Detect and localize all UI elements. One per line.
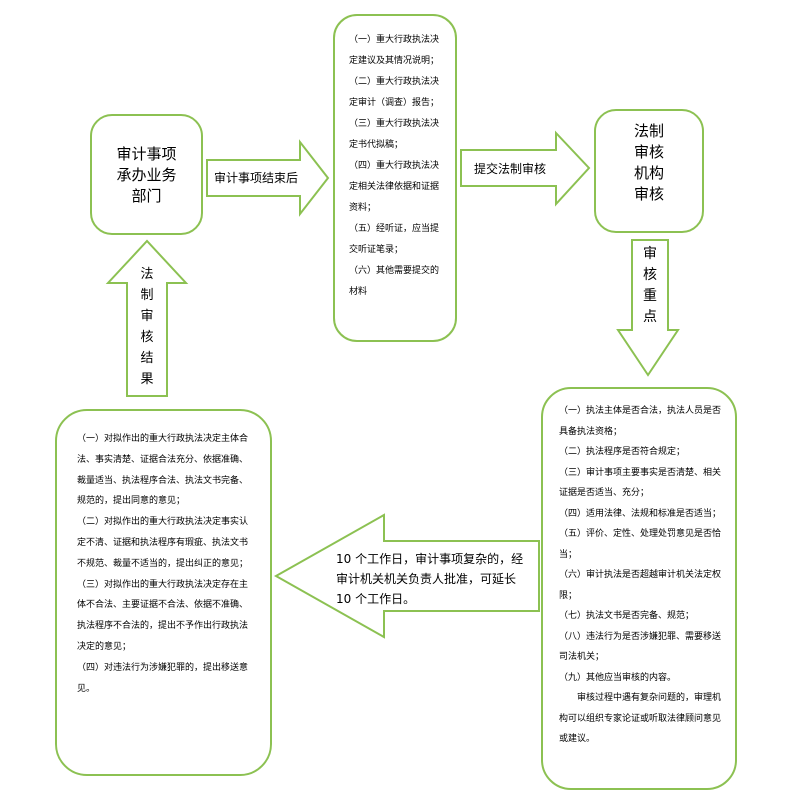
key-label-char: 重 bbox=[643, 288, 657, 304]
key-point-item: （九）其他应当审核的内容。 bbox=[559, 672, 677, 683]
result-label-char: 审 bbox=[140, 309, 154, 324]
legal-review-agency-node: 法制 审核 机构 审核 bbox=[594, 109, 704, 233]
result-label-char: 核 bbox=[140, 330, 154, 345]
key-point-item: （六）审计执法是否超越审计机关法定权限； bbox=[559, 570, 722, 601]
key-point-item: （三）审计事项主要事实是否清楚、相关证据是否适当、充分； bbox=[559, 467, 722, 499]
legal-line: 审核 bbox=[633, 185, 664, 203]
dept-line: 部门 bbox=[131, 187, 162, 205]
result-item: （一）对拟作出的重大行政执法决定主体合法、事实清楚、证据合法充分、依据准确、裁量… bbox=[77, 434, 249, 507]
key-point-item: （一）执法主体是否合法，执法人员是否具备执法资格； bbox=[559, 406, 722, 437]
arrow-right-submit bbox=[460, 130, 591, 207]
key-point-item: （七）执法文书是否完备、规范； bbox=[559, 611, 695, 621]
dept-line: 审计事项 bbox=[116, 145, 177, 163]
legal-line: 审核 bbox=[633, 143, 664, 161]
audit-department-node: 审计事项 承办业务 部门 bbox=[90, 114, 203, 235]
result-label-char: 法 bbox=[140, 267, 154, 282]
arrow-left-deadline bbox=[273, 513, 540, 639]
key-label-char: 审 bbox=[643, 246, 657, 262]
result-item: （三）对拟作出的重大行政执法决定存在主体不合法、主要证据不合法、依据不准确、执法… bbox=[77, 579, 249, 652]
deadline-label: 10 个工作日，审计事项复杂的，经审计机关机关负责人批准，可延长 10 个工作日… bbox=[336, 552, 524, 606]
key-point-item: （四）适用法律、法规和标准是否适当； bbox=[559, 508, 722, 519]
key-label-char: 核 bbox=[643, 267, 657, 283]
materials-item: （一）重大行政执法决定建议及其情况说明； bbox=[349, 35, 440, 66]
materials-item: （四）重大行政执法决定相关法律依据和证据资料； bbox=[349, 161, 440, 213]
key-point-item: （八）违法行为是否涉嫌犯罪、需要移送司法机关； bbox=[559, 631, 722, 663]
materials-item: （二）重大行政执法决定审计（调查）报告； bbox=[349, 77, 440, 108]
result-label-char: 制 bbox=[140, 288, 154, 303]
key-points-label: 审 核 重 点 bbox=[634, 244, 666, 328]
result-item: （二）对拟作出的重大行政执法决定事实认定不清、证据和执法程序有瑕疵、执法文书不规… bbox=[77, 517, 249, 569]
materials-item: （六）其他需要提交的材料 bbox=[349, 266, 440, 297]
result-label-char: 果 bbox=[140, 372, 154, 387]
result-label: 法 制 审 核 结 果 bbox=[129, 264, 165, 390]
key-point-item: （五）评价、定性、处理处罚意见是否恰当； bbox=[559, 529, 722, 560]
submission-materials-node: （一）重大行政执法决定建议及其情况说明； （二）重大行政执法决定审计（调查）报告… bbox=[333, 14, 457, 342]
dept-line: 承办业务 bbox=[116, 166, 177, 184]
review-results-node: （一）对拟作出的重大行政执法决定主体合法、事实清楚、证据合法充分、依据准确、裁量… bbox=[55, 409, 272, 776]
submit-label: 提交法制审核 bbox=[473, 162, 546, 176]
legal-line: 法制 bbox=[633, 122, 664, 140]
arrow-down-key-points bbox=[616, 239, 680, 377]
result-item: （四）对违法行为涉嫌犯罪的，提出移送意见。 bbox=[77, 662, 249, 694]
key-point-item: （二）执法程序是否符合规定； bbox=[559, 447, 686, 457]
arrow-up-result bbox=[105, 239, 189, 397]
arrow-right-after-audit bbox=[206, 139, 330, 217]
key-label-char: 点 bbox=[643, 309, 657, 325]
legal-line: 机构 bbox=[633, 164, 664, 182]
key-points-note: 审核过程中遇有复杂问题的，审理机构可以组织专家论证或听取法律顾问意见或建议。 bbox=[559, 693, 722, 744]
materials-item: （三）重大行政执法决定书代拟稿； bbox=[349, 119, 440, 150]
review-key-points-node: （一）执法主体是否合法，执法人员是否具备执法资格； （二）执法程序是否符合规定；… bbox=[541, 387, 737, 790]
after-audit-label: 审计事项结束后 bbox=[213, 171, 298, 185]
result-label-char: 结 bbox=[140, 351, 154, 366]
materials-item: （五）经听证，应当提交听证笔录； bbox=[349, 224, 440, 255]
